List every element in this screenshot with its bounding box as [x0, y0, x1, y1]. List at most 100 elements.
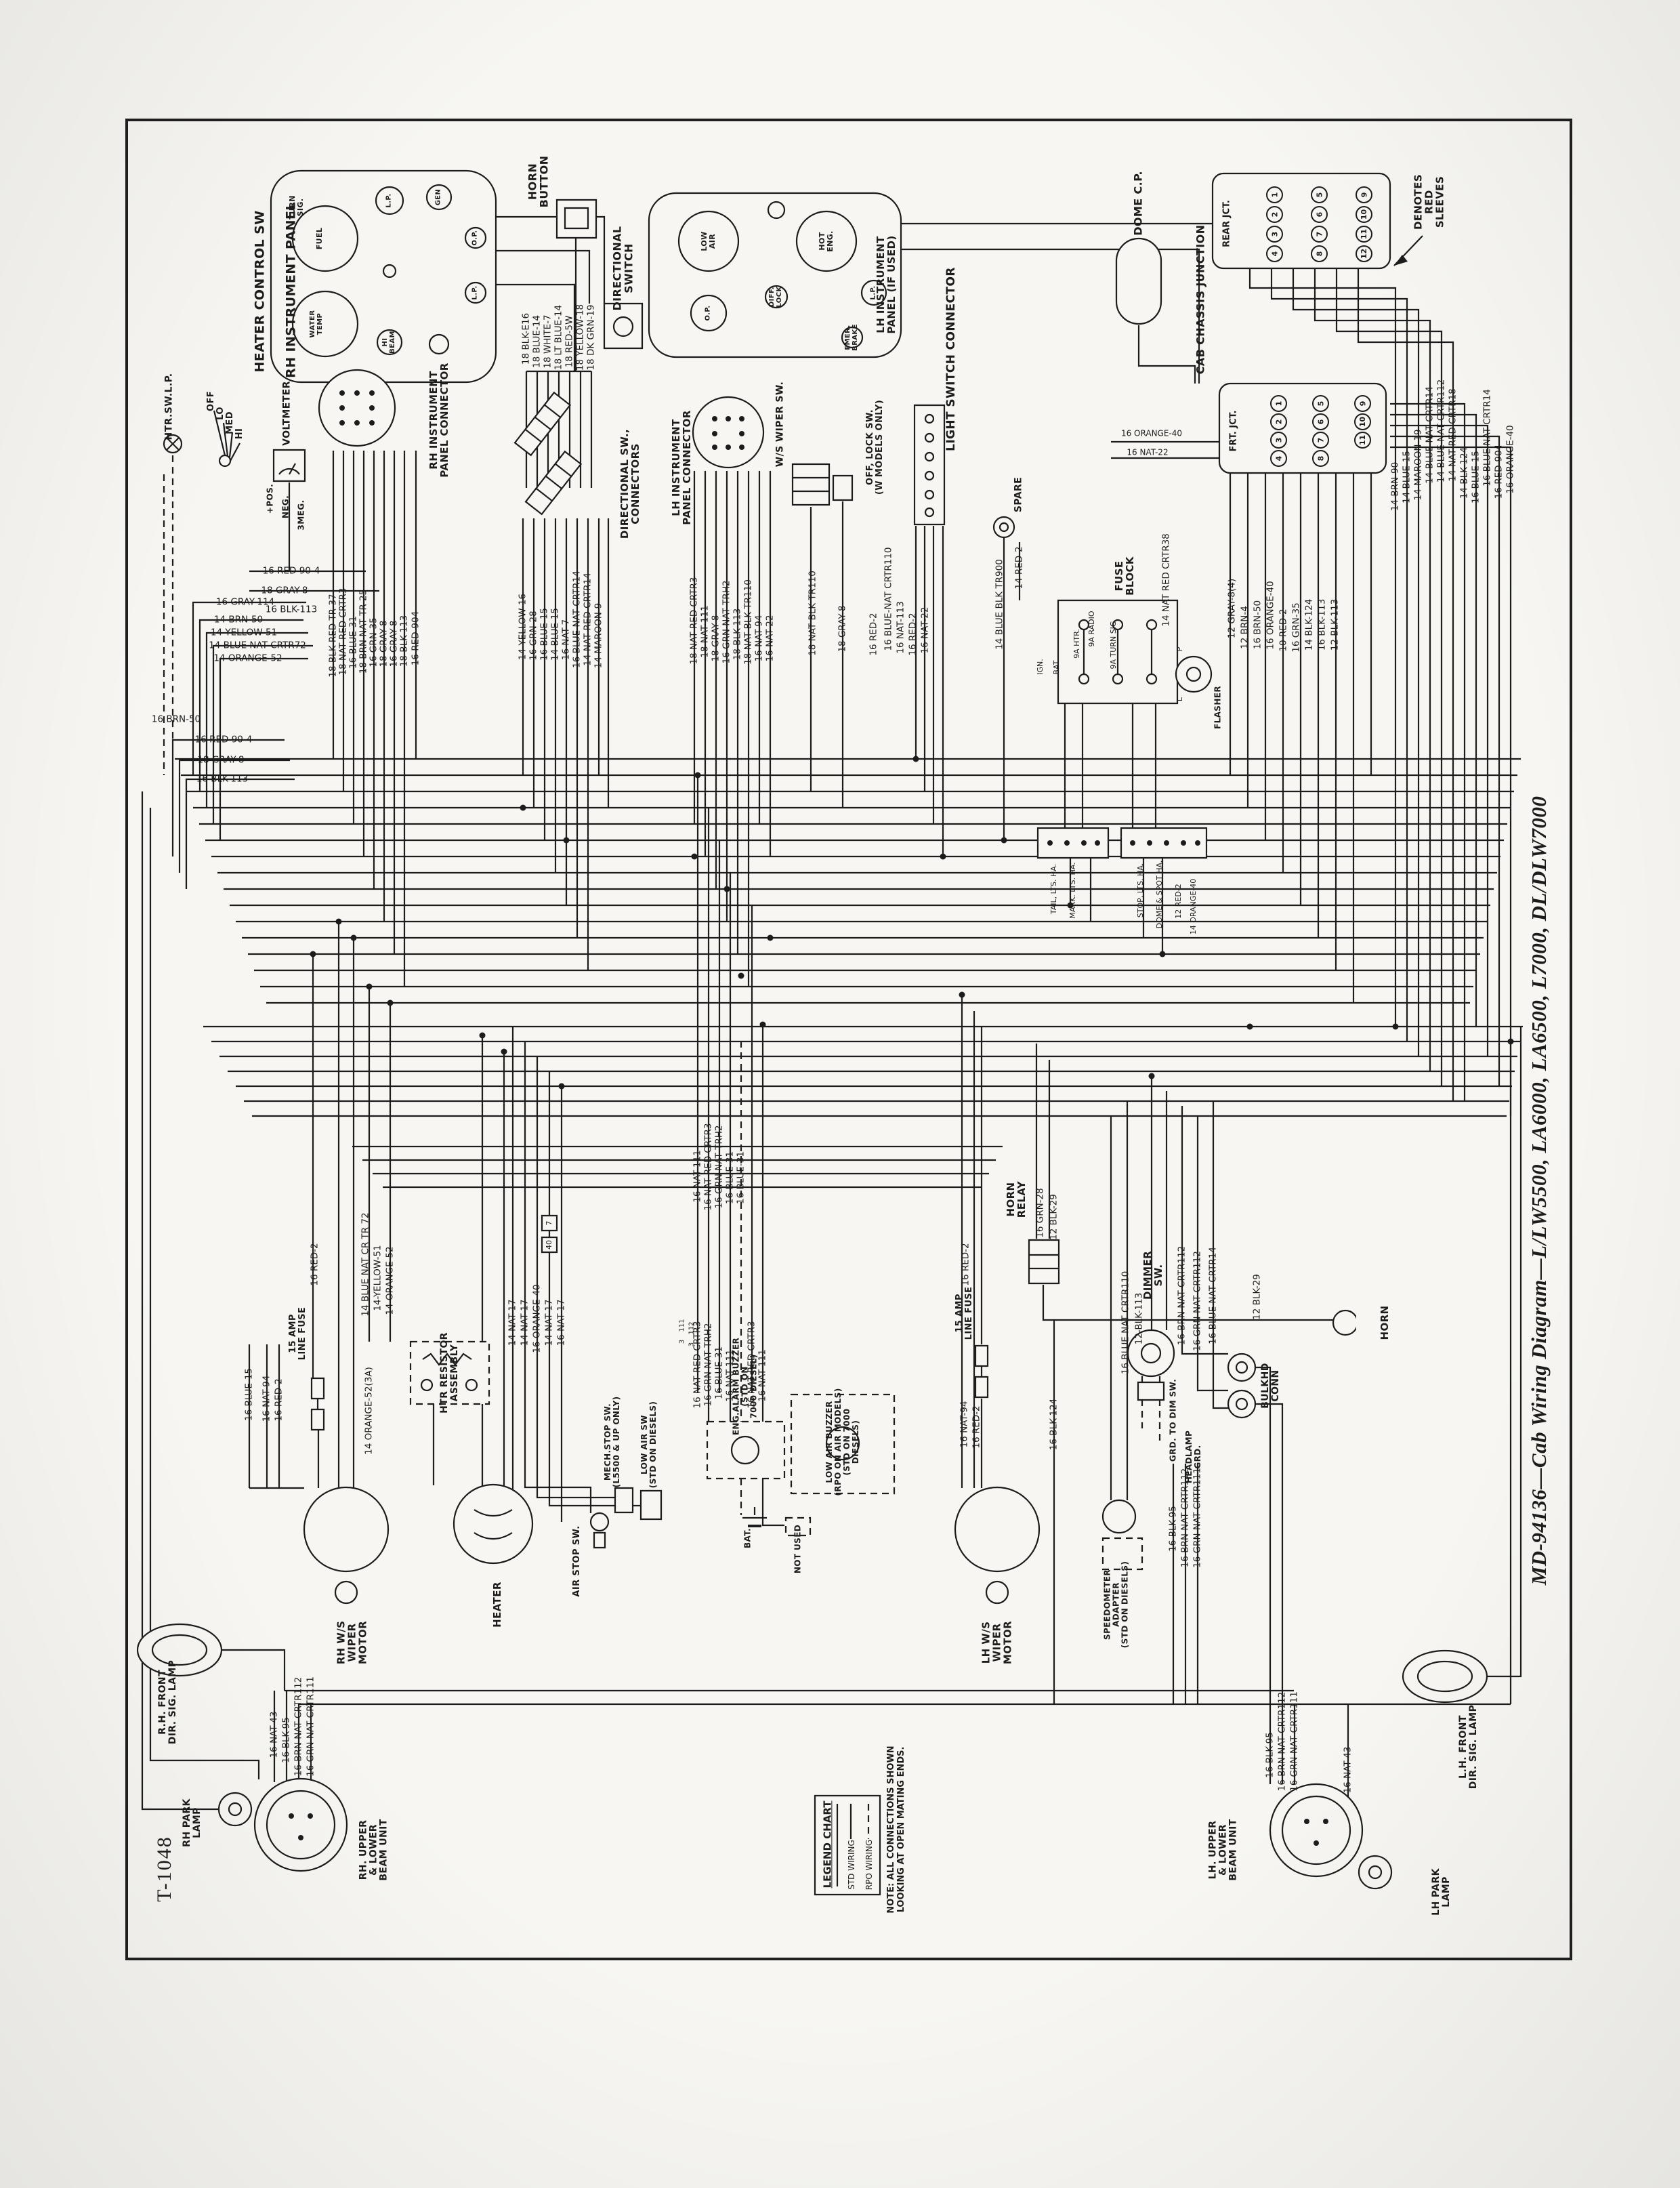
wire-label: 16 RED-904	[410, 611, 421, 666]
bat-label: BAT.	[742, 1527, 753, 1549]
wire-label: 14 RED-2	[1013, 546, 1025, 590]
diagram-border	[125, 119, 1572, 1960]
wire-label: 16 NAT-7	[560, 619, 572, 661]
line-fuse-left	[312, 1378, 324, 1430]
lh-front-dir-sig-label: L.H. FRONT DIR. SIG. LAMP	[1457, 1704, 1479, 1790]
wire	[207, 633, 308, 808]
wire	[1358, 268, 1453, 1101]
wire-label: 16 RED-2	[971, 1405, 982, 1449]
rear-jct-pin: 1	[1266, 186, 1283, 203]
wire-label: 16 RED-2	[907, 613, 919, 656]
wire-label: 18 GRAY-8	[197, 754, 245, 766]
wire-label: 16 NAT-22	[1127, 447, 1169, 457]
lh-panel-connector	[693, 397, 763, 468]
wire-label: 14 MAROON-9	[593, 602, 604, 669]
frt-jct-pin: 10	[1354, 413, 1371, 430]
junction-dot	[1159, 951, 1166, 957]
wire-label: 16 GRN-28	[1034, 1188, 1046, 1238]
wire-label: 16 GRN NAT TRH2	[721, 580, 732, 664]
wire-label: 16 NAT-111	[724, 1349, 736, 1402]
wire	[220, 659, 308, 840]
wire	[1182, 1106, 1228, 1354]
rh-park-lamp-label: RH PARK LAMP	[181, 1798, 203, 1847]
wire-label: 14 ORANGE-52(3A)	[363, 1367, 375, 1455]
junction-dot	[520, 804, 526, 811]
speedometer-adapter-label: SPEEDOMETER ADAPTER (STD ON DIESELS)	[1102, 1561, 1130, 1649]
wire-label: P	[1175, 646, 1185, 652]
rear-jct-label: REAR JCT.	[1221, 200, 1232, 247]
wire-label: 14 NAT RED CRTR14	[582, 573, 593, 666]
lh-beam-unit-label: LH. UPPER & LOWER BEAM UNIT	[1207, 1819, 1239, 1881]
wire	[496, 251, 589, 304]
rh-beam-unit	[255, 1779, 347, 1871]
low-air-sw-label: LOW AIR SW (STD ON DIESELS)	[639, 1401, 658, 1489]
component-shapes	[138, 171, 1487, 1895]
lh-wiper-motor-label: LH W/S WIPER MOTOR	[980, 1620, 1015, 1665]
gauge-diff-lock-label: DIFF. LOCK	[768, 286, 783, 308]
light-switch-connector	[915, 405, 944, 524]
wire-label: 10 RED-2	[1278, 608, 1289, 652]
wire-label: 16 GRN NAT TRH2	[713, 1125, 725, 1209]
connector-box-7	[542, 1216, 557, 1231]
rear-jct-pin: 9	[1356, 186, 1372, 203]
wire-label: 16 GRN-35	[1290, 602, 1302, 653]
wire-label: 14 BLUE NAT CRTR14	[1424, 386, 1435, 484]
wire	[200, 620, 303, 791]
gauge-hot-eng-label: HOT ENG.	[818, 230, 835, 252]
bulkhead-connector	[1228, 1354, 1255, 1418]
denotes-red-sleeves-label: DENOTES RED SLEEVES	[1412, 173, 1447, 230]
wire-label: 16 BLUE-31	[348, 615, 359, 669]
wire-label: 18 LT BLUE-14	[553, 304, 564, 371]
frt-jct-pin: 8	[1312, 450, 1329, 467]
wire-label: 14 NAT-17	[519, 1299, 530, 1346]
wire-label: 18 RED-5W	[564, 315, 575, 368]
gauge-low-air-label: LOW AIR	[700, 231, 717, 251]
junction-dot	[366, 983, 373, 990]
wire-label: 14 BLUE-15	[1401, 450, 1412, 504]
wire-label: 18 BLK RED TR-37	[327, 594, 339, 678]
wire-layer	[142, 217, 1523, 1857]
wire-label: 16 BLK-113	[1316, 598, 1328, 651]
junction-dot	[310, 951, 316, 957]
wire	[142, 791, 219, 1809]
wire-label: 14 BRN-90	[1389, 461, 1401, 512]
junction-dot	[1067, 902, 1074, 909]
junction-dot	[1001, 837, 1007, 844]
htr-sw-lamp	[164, 435, 182, 453]
wire-label: 16 NAT-17	[555, 1299, 567, 1346]
wire-label: 9A HTR.	[1072, 629, 1082, 659]
air-stop-switch	[591, 1513, 608, 1531]
spare-label: SPARE	[1013, 476, 1024, 513]
wire-label: 16 GRN-35	[368, 617, 379, 667]
heater	[454, 1485, 532, 1563]
gauge-turn-sig-label: TURN SIG.	[288, 195, 305, 220]
lh-park-lamp	[1359, 1856, 1391, 1888]
diagram-title: MD-94136—Cab Wiring Diagram—L/LW5500, LA…	[1527, 796, 1551, 1586]
wire-label: 16 ORANGE-40	[531, 1284, 543, 1353]
junction-dot	[691, 853, 698, 860]
gauge-emer-brake-label: EMER. BRAKE	[844, 324, 859, 351]
low-air-buzzer	[791, 1395, 894, 1493]
lh-beam-unit	[1270, 1784, 1362, 1876]
heater-control-sw-label: HEATER CONTROL SW	[252, 210, 268, 373]
gauge-lp3-label: L.P.	[869, 285, 877, 300]
wire-label: 16 BLUE NAT CRTR14	[1482, 389, 1493, 487]
junction-dot	[1246, 1023, 1253, 1030]
wire-label: 40	[545, 1240, 554, 1250]
lo-label: LO	[215, 407, 226, 420]
rear-jct-pin: 2	[1266, 206, 1283, 223]
wire-label: 12 BRN-4	[1239, 606, 1251, 649]
lh-wiper-motor	[955, 1487, 1039, 1571]
wire	[1390, 426, 1488, 1056]
pos-label: +POS.	[265, 483, 275, 514]
wire-label: 16 BLK-95	[1264, 1732, 1276, 1778]
wire-label: IGN.	[1036, 659, 1045, 675]
wire-label: 18 NAT RED CRTR3	[688, 577, 700, 665]
frt-jct-pin: 9	[1354, 395, 1371, 412]
wire-label: 14 BLUE NAT CR TR 72	[360, 1212, 371, 1317]
wire-label: 14 BLUE-15	[549, 607, 561, 661]
dimmer-switch	[1128, 1330, 1174, 1376]
wire-label: L	[1175, 697, 1185, 702]
wire-label: 16 NAT-43	[1342, 1746, 1353, 1794]
wire	[180, 760, 290, 873]
